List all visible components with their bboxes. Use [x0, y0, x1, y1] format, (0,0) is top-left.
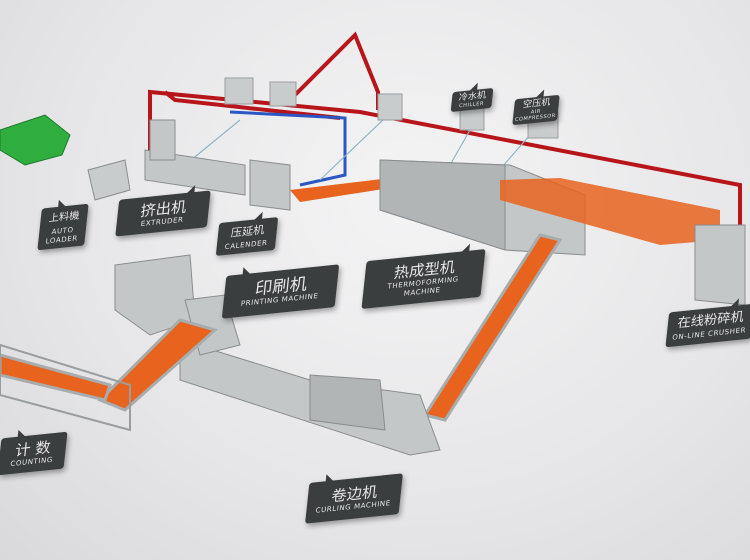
hopper	[87, 159, 131, 201]
mixer-unit	[224, 77, 254, 105]
crusher-machine	[694, 224, 746, 306]
down-conveyor	[422, 233, 563, 422]
counting-conveyor	[0, 353, 112, 402]
curling-body	[309, 374, 386, 431]
print-conveyor	[97, 318, 219, 412]
sheet-conveyor-1	[290, 178, 390, 202]
dryer-unit	[269, 81, 297, 107]
output-conveyor	[500, 178, 720, 245]
extruder-machine	[144, 119, 291, 211]
water-pipe	[229, 110, 347, 187]
counting-machine	[0, 343, 131, 432]
auto-loader-bin	[0, 114, 71, 166]
mold-temp-unit	[377, 93, 403, 121]
